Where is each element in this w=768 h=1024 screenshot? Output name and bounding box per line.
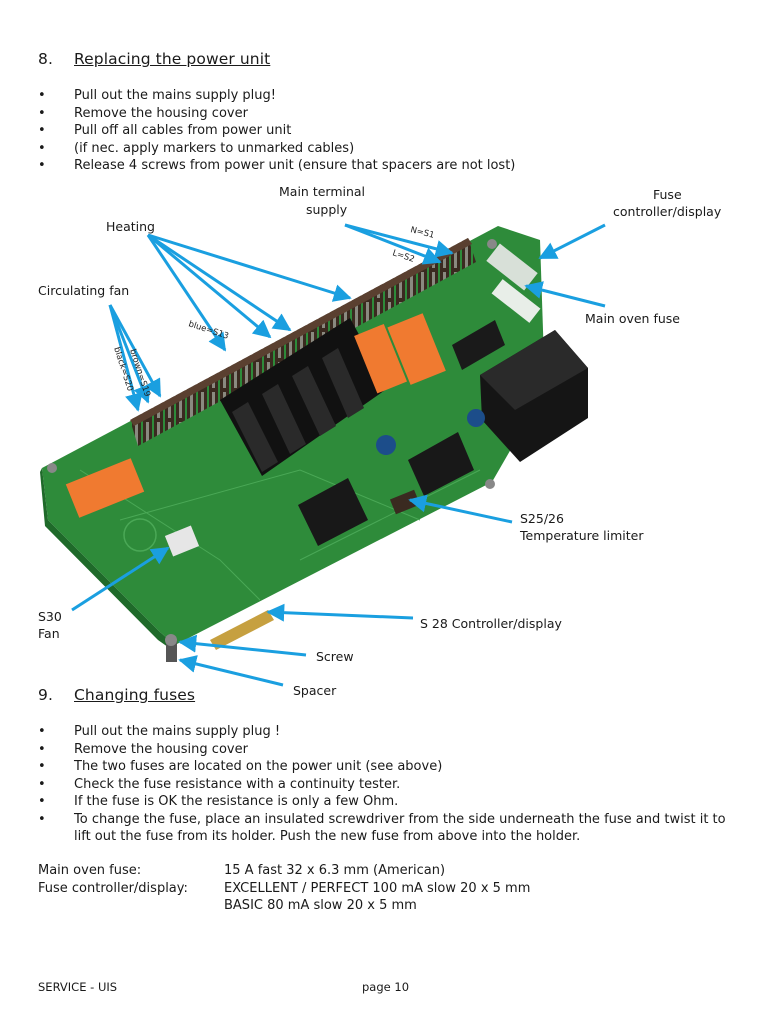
- label-screw: Screw: [316, 649, 354, 664]
- fuse-holder: [486, 243, 541, 323]
- capacitor: [376, 435, 396, 455]
- screw: [487, 239, 497, 249]
- heatsink: [220, 318, 388, 476]
- spec-value: EXCELLENT / PERFECT 100 mA slow 20 x 5 m…: [224, 880, 531, 896]
- relay: [387, 313, 446, 385]
- step-item: Check the fuse resistance with a continu…: [38, 776, 738, 794]
- label-fuse-controller: controller/display: [613, 204, 722, 219]
- step-item: Pull out the mains supply plug!: [38, 87, 515, 105]
- label-s30: S30: [38, 609, 62, 624]
- screw: [47, 463, 57, 473]
- section-8-steps: Pull out the mains supply plug! Remove t…: [38, 87, 515, 175]
- section-9-title: Changing fuses: [74, 686, 196, 704]
- spec-row: BASIC 80 mA slow 20 x 5 mm: [38, 897, 530, 915]
- footer-left: SERVICE - UIS: [38, 980, 118, 994]
- label-s25-26: S25/26: [520, 511, 564, 526]
- label-n-s1: N=S1: [409, 225, 435, 241]
- spec-value: BASIC 80 mA slow 20 x 5 mm: [224, 898, 417, 913]
- spec-value: 15 A fast 32 x 6.3 mm (American): [224, 863, 446, 878]
- s28-edge-connector: [210, 610, 274, 650]
- connector-strip: [130, 238, 476, 446]
- label-s28: S 28 Controller/display: [420, 616, 562, 631]
- relay: [354, 323, 408, 394]
- section-9-heading: 9. Changing fuses: [38, 686, 195, 704]
- step-item: To change the fuse, place an insulated s…: [38, 811, 738, 846]
- callout-arrows: [71, 223, 606, 687]
- section-8-number: 8.: [38, 50, 53, 68]
- transformer: [480, 330, 588, 462]
- spec-key: Fuse controller/display:: [38, 880, 188, 896]
- label-main-terminal: Main terminal: [279, 184, 365, 199]
- label-temperature-limiter: Temperature limiter: [519, 528, 644, 543]
- capacitor: [467, 409, 485, 427]
- step-item: (if nec. apply markers to unmarked cable…: [38, 140, 515, 158]
- section-8-heading: 8. Replacing the power unit: [38, 50, 270, 68]
- step-item: Remove the housing cover: [38, 741, 738, 759]
- screw: [485, 479, 495, 489]
- label-supply: supply: [306, 202, 348, 217]
- spacer: [166, 640, 177, 662]
- label-heating: Heating: [106, 219, 155, 234]
- section-9-steps: Pull out the mains supply plug ! Remove …: [38, 723, 738, 846]
- chip: [452, 320, 505, 370]
- chip: [408, 432, 474, 496]
- s30-connector: [164, 525, 200, 557]
- step-item: The two fuses are located on the power u…: [38, 758, 738, 776]
- spec-key: [38, 897, 224, 915]
- section-9-number: 9.: [38, 686, 53, 704]
- power-unit-figure: Main terminal supply Fuse controller/dis…: [38, 184, 722, 698]
- fuse-specs: Main oven fuse: 15 A fast 32 x 6.3 mm (A…: [38, 862, 530, 915]
- spec-row: Fuse controller/display: EXCELLENT / PER…: [38, 880, 530, 898]
- step-item: Pull out the mains supply plug !: [38, 723, 738, 741]
- step-item: If the fuse is OK the resistance is only…: [38, 793, 738, 811]
- label-main-oven-fuse: Main oven fuse: [585, 311, 680, 326]
- screw: [165, 634, 177, 646]
- step-item: Release 4 screws from power unit (ensure…: [38, 157, 515, 175]
- relay: [65, 458, 145, 518]
- page-number: page 10: [362, 980, 410, 994]
- label-circulating-fan: Circulating fan: [38, 283, 129, 298]
- chip: [298, 478, 368, 546]
- section-8-title: Replacing the power unit: [74, 50, 271, 68]
- label-fuse: Fuse: [653, 187, 682, 202]
- spec-key: Main oven fuse:: [38, 863, 142, 878]
- step-item: Pull off all cables from power unit: [38, 122, 515, 140]
- label-fan: Fan: [38, 626, 60, 641]
- step-item: Remove the housing cover: [38, 105, 515, 123]
- spec-row: Main oven fuse: 15 A fast 32 x 6.3 mm (A…: [38, 862, 530, 880]
- label-spacer: Spacer: [293, 683, 337, 698]
